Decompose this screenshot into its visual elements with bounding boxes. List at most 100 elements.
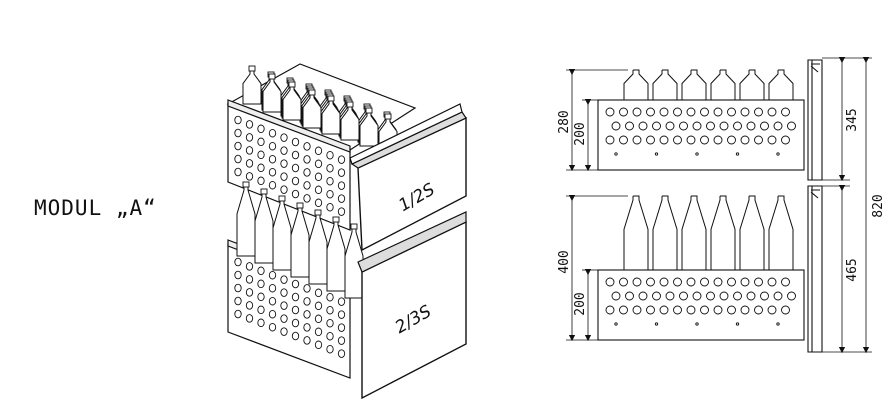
perforation-hole xyxy=(727,277,736,287)
perforation-hole xyxy=(337,155,346,164)
perforation-hole xyxy=(735,322,740,326)
perforation-hole xyxy=(767,305,777,315)
side-elevation xyxy=(566,56,872,354)
perforation-hole xyxy=(314,159,323,169)
perforation-hole xyxy=(280,133,288,142)
perforation-hole xyxy=(692,291,702,301)
perforation-hole xyxy=(326,305,334,315)
dim-465: 465 xyxy=(845,258,860,281)
dim-345: 345 xyxy=(845,108,860,131)
perforation-hole xyxy=(234,115,242,125)
perforation-hole xyxy=(727,305,736,315)
perforation-hole xyxy=(746,121,756,131)
perforation-hole xyxy=(268,180,277,190)
side-holes-bottom xyxy=(605,277,796,326)
perforation-hole xyxy=(245,172,254,181)
perforation-hole xyxy=(776,322,780,326)
perforation-hole xyxy=(638,291,648,301)
perforation-hole xyxy=(257,305,265,315)
perforation-hole xyxy=(268,167,277,177)
perforation-hole xyxy=(291,279,300,289)
perforation-hole xyxy=(727,107,736,117)
bottle-iso xyxy=(254,192,274,264)
side-holes-top xyxy=(605,107,796,156)
perforation-hole xyxy=(605,305,615,315)
perforation-hole xyxy=(245,120,254,129)
perforation-hole xyxy=(314,288,323,298)
perforation-hole xyxy=(700,107,709,117)
perforation-hole xyxy=(754,305,763,315)
perforation-hole xyxy=(314,172,323,182)
perforation-hole xyxy=(303,194,311,203)
perforation-hole xyxy=(619,305,628,315)
perforation-hole xyxy=(619,135,628,145)
dim-200-bottom: 200 xyxy=(573,292,588,315)
side-bottles-bottom xyxy=(623,195,794,270)
perforation-hole xyxy=(625,291,634,301)
bottle-profile xyxy=(768,69,794,100)
perforation-hole xyxy=(632,277,642,287)
perforation-hole xyxy=(740,107,750,117)
perforation-hole xyxy=(632,135,642,145)
perforation-hole xyxy=(614,322,618,326)
perforation-hole xyxy=(787,121,796,131)
perforation-hole xyxy=(245,288,254,297)
perforation-hole xyxy=(291,137,300,147)
perforation-hole xyxy=(654,322,659,326)
perforation-hole xyxy=(337,207,346,216)
perforation-hole xyxy=(740,277,750,287)
front-profile-top xyxy=(807,59,823,181)
perforation-hole xyxy=(291,163,300,173)
front-profile-bottom xyxy=(807,185,823,353)
perforation-hole xyxy=(686,107,696,117)
perforation-hole xyxy=(291,331,300,341)
perforation-hole xyxy=(326,202,334,212)
bottle-iso xyxy=(242,69,262,105)
perforation-hole xyxy=(713,135,723,145)
perforation-hole xyxy=(326,176,334,186)
perforation-hole xyxy=(646,305,655,315)
perforation-hole xyxy=(303,168,311,177)
perforation-hole xyxy=(257,124,265,134)
bottle-profile xyxy=(623,69,649,100)
perforation-hole xyxy=(760,121,769,131)
perforation-hole xyxy=(268,128,277,138)
basket-holes-bottom xyxy=(234,257,346,358)
perforation-hole xyxy=(679,291,688,301)
perforation-hole xyxy=(280,185,288,194)
perforation-hole xyxy=(337,336,346,345)
perforation-hole xyxy=(713,277,723,287)
perforation-hole xyxy=(291,292,300,302)
perforation-hole xyxy=(700,277,709,287)
perforation-hole xyxy=(619,277,628,287)
perforation-hole xyxy=(638,121,648,131)
bottle-iso xyxy=(272,199,292,271)
perforation-hole xyxy=(673,277,682,287)
perforation-hole xyxy=(257,163,265,173)
bottle-profile xyxy=(652,195,678,270)
perforation-hole xyxy=(337,310,346,319)
perforation-hole xyxy=(326,150,334,160)
perforation-hole xyxy=(245,159,254,168)
basket-holes-top xyxy=(234,115,346,216)
perforation-hole xyxy=(679,121,688,131)
perforation-hole xyxy=(767,277,777,287)
iso-bottles xyxy=(236,65,398,299)
perforation-hole xyxy=(268,154,277,164)
perforation-hole xyxy=(314,327,323,337)
perforation-hole xyxy=(719,121,729,131)
perforation-hole xyxy=(314,198,323,208)
perforation-hole xyxy=(326,331,334,341)
perforation-hole xyxy=(605,107,615,117)
perforation-hole xyxy=(646,135,655,145)
bottom-front-panel: 2/3S xyxy=(357,211,467,400)
perforation-hole xyxy=(303,284,311,293)
perforation-hole xyxy=(776,152,780,156)
perforation-hole xyxy=(326,189,334,199)
perforation-hole xyxy=(773,121,783,131)
perforation-hole xyxy=(268,322,277,332)
dim-820: 820 xyxy=(871,194,886,217)
perforation-hole xyxy=(303,297,311,306)
